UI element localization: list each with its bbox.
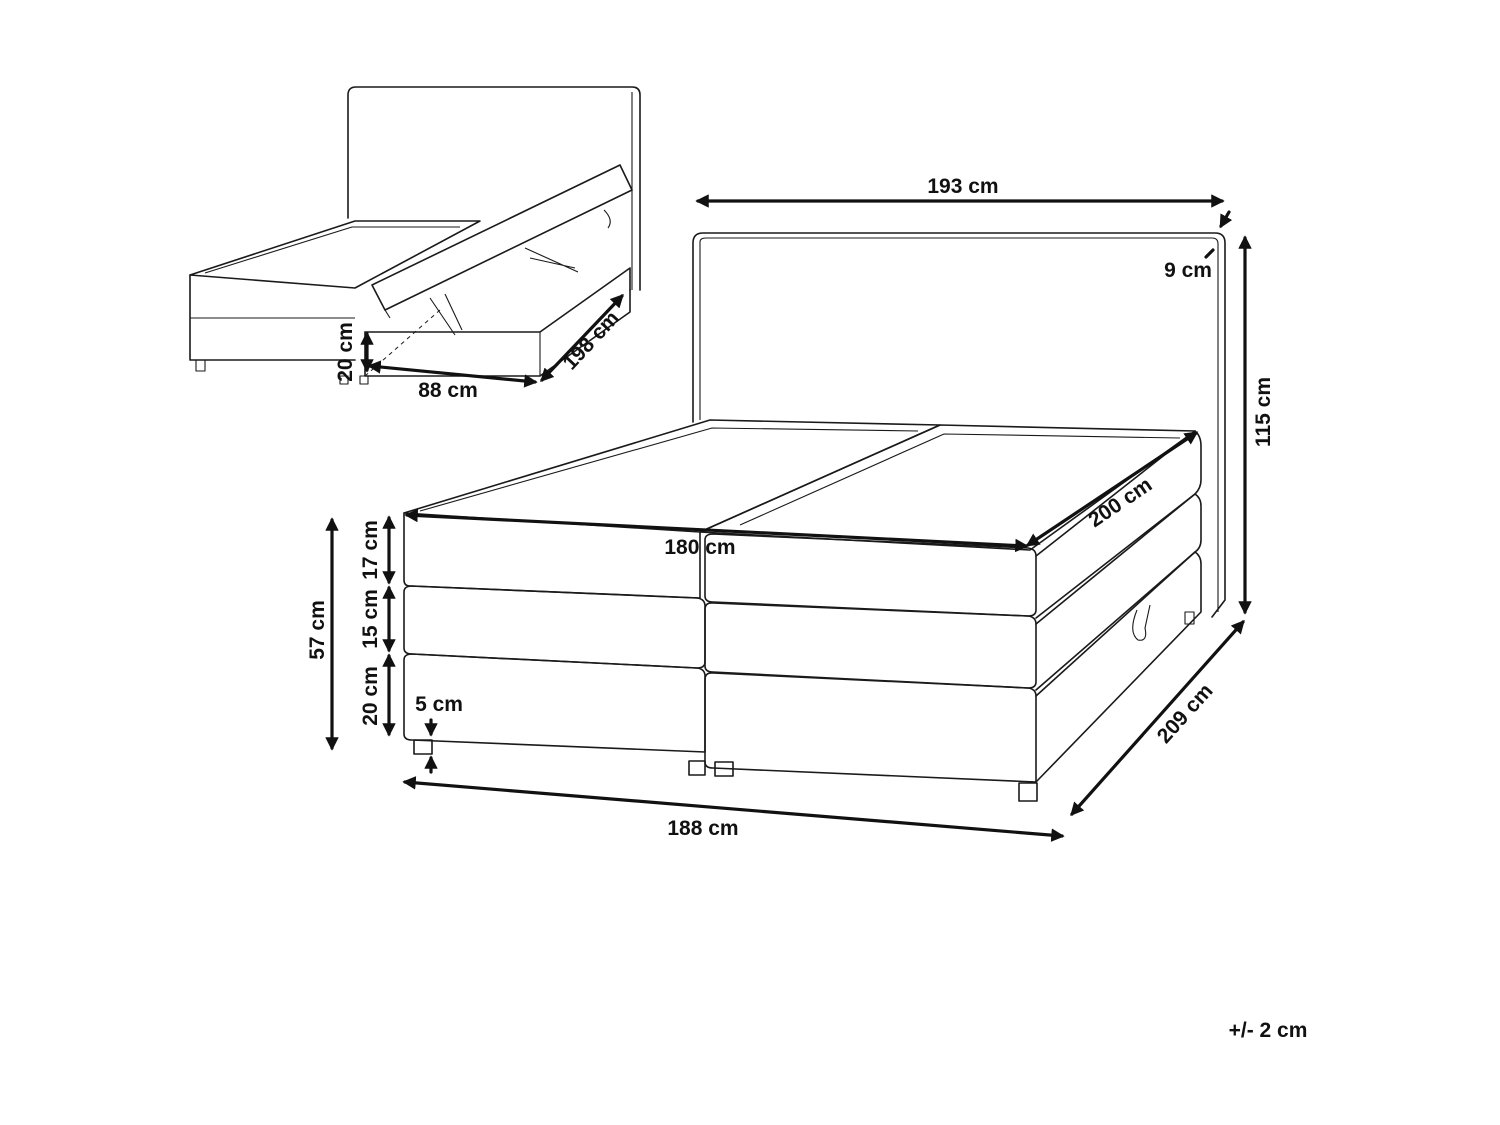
base-height-label: 20 cm <box>359 666 382 726</box>
headboard-height-label: 115 cm <box>1252 377 1275 447</box>
tolerance-note: +/- 2 cm <box>1229 1019 1308 1042</box>
storage-view-drawing <box>189 86 641 385</box>
mattress-length-arrow <box>1025 431 1199 547</box>
base-width-label: 188 cm <box>667 817 738 840</box>
mattress-width-label: 180 cm <box>664 536 735 559</box>
leg-height-label: 5 cm <box>415 693 463 716</box>
total-height-label: 57 cm <box>306 600 329 660</box>
storage-length-arrow <box>540 294 624 382</box>
base-width-arrow <box>402 776 1065 842</box>
headboard-thickness-arrow <box>1219 210 1233 229</box>
headboard-thickness-label: 9 cm <box>1164 259 1212 282</box>
topper-height-label: 17 cm <box>359 520 382 580</box>
storage-width-label: 88 cm <box>418 379 478 402</box>
mattress-width-arrow <box>404 508 1029 553</box>
headboard-thickness-arrow-inner <box>1204 248 1215 259</box>
bed-length-arrow <box>1070 619 1245 817</box>
storage-depth-label: 20 cm <box>334 322 357 382</box>
mattress-height-label: 15 cm <box>359 589 382 649</box>
headboard-width-label: 193 cm <box>927 175 998 198</box>
storage-width-arrow <box>367 360 538 388</box>
storage-length-label: 198 cm <box>559 307 624 375</box>
